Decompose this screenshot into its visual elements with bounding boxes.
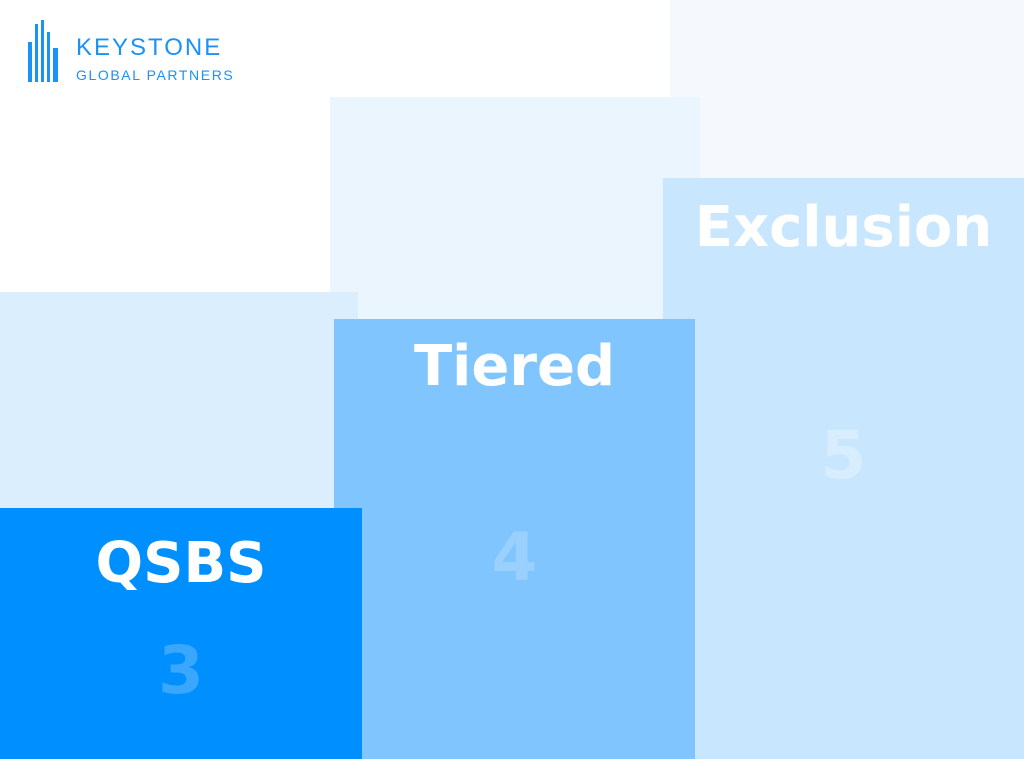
step-block-tiered: Tiered 4 xyxy=(334,319,695,759)
step-label: Tiered xyxy=(413,334,616,399)
background-panel-left xyxy=(0,292,358,522)
step-number: 5 xyxy=(820,417,867,494)
step-block-exclusion: Exclusion 5 xyxy=(663,178,1024,759)
background-panel-top-right xyxy=(670,0,1024,180)
step-number: 3 xyxy=(158,632,204,709)
background-panel-middle xyxy=(330,97,700,337)
brand-logo: KEYSTONE GLOBAL PARTNERS xyxy=(28,20,268,84)
logo-subtitle: GLOBAL PARTNERS xyxy=(76,67,235,83)
step-label: Exclusion xyxy=(694,195,993,260)
step-label: QSBS xyxy=(95,531,267,596)
logo-bars-icon xyxy=(28,20,58,82)
step-number: 4 xyxy=(491,519,538,596)
step-block-qsbs: QSBS 3 xyxy=(0,508,362,759)
logo-name: KEYSTONE xyxy=(76,34,223,61)
